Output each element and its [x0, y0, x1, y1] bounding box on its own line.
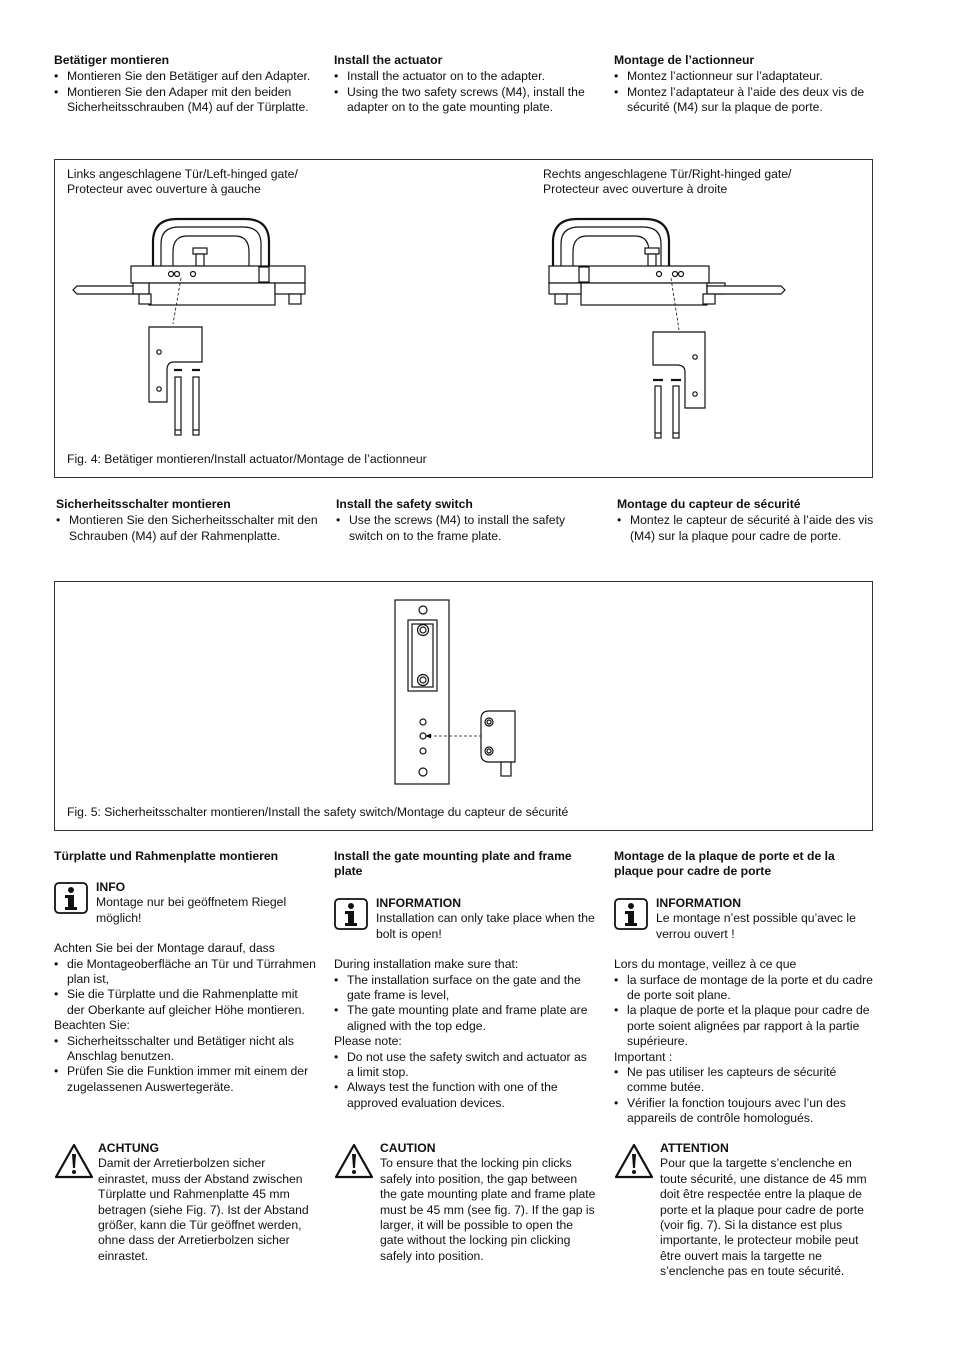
info-text: Installation can only take place when th… — [376, 911, 595, 941]
sec1-fr-list: Montez l’actionneur sur l’adaptateur. Mo… — [614, 69, 876, 115]
list-item: Install the actuator on to the adapter. — [334, 69, 596, 85]
fig4-left-label-line2: Protecteur avec ouverture à gauche — [67, 182, 261, 197]
right-hinged-drawing — [548, 217, 786, 439]
sec3-fr-list2: Ne pas utiliser les capteurs de sécurité… — [614, 1065, 876, 1127]
sec3-en: Install the gate mounting plate and fram… — [334, 849, 596, 1111]
sec3-en-title: Install the gate mounting plate and fram… — [334, 849, 572, 879]
info-icon — [54, 882, 88, 914]
sec1-fr-title: Montage de l’actionneur — [614, 53, 755, 67]
sec2-fr-list: Montez le capteur de sécurité à l’aide d… — [617, 513, 879, 544]
sec3-de-list2: Sicherheitsschalter und Betätiger nicht … — [54, 1034, 316, 1096]
note-label: Please note: — [334, 1034, 402, 1049]
sec1-de: Betätiger montieren Montieren Sie den Be… — [54, 53, 316, 116]
list-item: die Montageoberfläche an Tür und Türrahm… — [54, 957, 316, 988]
info-text: Montage nur bei geöffnetem Riegel möglic… — [96, 895, 287, 925]
sec2-de-list: Montieren Sie den Sicherheitsschalter mi… — [56, 513, 318, 544]
warning-text: Damit der Arretierbolzen sicher einraste… — [98, 1156, 309, 1263]
list-item: Montez le capteur de sécurité à l’aide d… — [617, 513, 879, 544]
sec1-de-title: Betätiger montieren — [54, 53, 170, 67]
sec3-de-title: Türplatte und Rahmenplatte montieren — [54, 849, 279, 863]
sec1-fr: Montage de l’actionneur Montez l’actionn… — [614, 53, 876, 116]
sec2-en-list: Use the screws (M4) to install the safet… — [336, 513, 598, 544]
list-item: Montieren Sie den Adaper mit den beiden … — [54, 85, 316, 116]
figure-4: Links angeschlagene Tür/Left-hinged gate… — [54, 159, 873, 478]
list-item: la surface de montage de la porte et du … — [614, 973, 876, 1004]
info-icon — [334, 898, 368, 930]
fig4-right-label-line1: Rechts angeschlagene Tür/Right-hinged ga… — [543, 167, 792, 181]
fig4-right-label-line2: Protecteur avec ouverture à droite — [543, 182, 728, 197]
list-item: Montez l’actionneur sur l’adaptateur. — [614, 69, 876, 85]
info-title: INFORMATION — [376, 896, 462, 910]
intro-text: Achten Sie bei der Montage darauf, dass — [54, 941, 275, 956]
info-icon — [614, 898, 648, 930]
sec3-fr-title: Montage de la plaque de porte et de la p… — [614, 849, 835, 879]
warning-text: To ensure that the locking pin clicks sa… — [380, 1156, 596, 1263]
info-title: INFORMATION — [656, 896, 742, 910]
list-item: Ne pas utiliser les capteurs de sécurité… — [614, 1065, 876, 1096]
sec3-en-warning: CAUTION To ensure that the locking pin c… — [334, 1141, 596, 1264]
warning-icon — [54, 1143, 94, 1179]
sec3-en-list2: Do not use the safety switch and actuato… — [334, 1050, 596, 1112]
safety-switch-drawing — [394, 599, 516, 785]
list-item: Sicherheitsschalter und Betätiger nicht … — [54, 1034, 316, 1065]
fig4-caption: Fig. 4: Betätiger montieren/Install actu… — [67, 452, 427, 466]
sec3-fr-info: INFORMATION Le montage n’est possible qu… — [614, 896, 876, 942]
left-hinged-drawing — [72, 217, 306, 436]
intro-text: During installation make sure that: — [334, 957, 519, 972]
list-item: Prüfen Sie die Funktion immer mit einem … — [54, 1064, 316, 1095]
sec1-en-title: Install the actuator — [334, 53, 443, 67]
fig4-left-label: Links angeschlagene Tür/Left-hinged gate… — [67, 167, 298, 198]
sec1-en-list: Install the actuator on to the adapter. … — [334, 69, 596, 115]
sec2-fr: Montage du capteur de sécurité Montez le… — [617, 497, 879, 544]
list-item: Using the two safety screws (M4), instal… — [334, 85, 596, 116]
info-text: Le montage n’est possible qu’avec le ver… — [656, 911, 856, 941]
fig4-left-label-line1: Links angeschlagene Tür/Left-hinged gate… — [67, 167, 298, 181]
warning-title: CAUTION — [380, 1141, 436, 1155]
sec2-de-title: Sicherheitsschalter montieren — [56, 497, 231, 511]
sec3-fr: Montage de la plaque de porte et de la p… — [614, 849, 876, 1127]
sec3-de-list1: die Montageoberfläche an Tür und Türrahm… — [54, 957, 316, 1019]
list-item: The gate mounting plate and frame plate … — [334, 1003, 596, 1034]
sec2-fr-title: Montage du capteur de sécurité — [617, 497, 801, 511]
intro-text: Lors du montage, veillez à ce que — [614, 957, 797, 972]
warning-text: Pour que la targette s’enclenche en tout… — [660, 1156, 867, 1279]
sec1-de-list: Montieren Sie den Betätiger auf den Adap… — [54, 69, 316, 115]
warning-title: ATTENTION — [660, 1141, 729, 1155]
info-title: INFO — [96, 880, 126, 894]
figure-5: Fig. 5: Sicherheitsschalter montieren/In… — [54, 581, 873, 831]
fig4-right-label: Rechts angeschlagene Tür/Right-hinged ga… — [543, 167, 791, 198]
note-label: Important : — [614, 1049, 673, 1064]
list-item: The installation surface on the gate and… — [334, 973, 596, 1004]
list-item: Montieren Sie den Sicherheitsschalter mi… — [56, 513, 318, 544]
sec3-de: Türplatte und Rahmenplatte montieren INF… — [54, 849, 316, 1095]
warning-icon — [334, 1143, 374, 1179]
sec2-de: Sicherheitsschalter montieren Montieren … — [56, 497, 318, 544]
sec3-en-info: INFORMATION Installation can only take p… — [334, 896, 596, 942]
sec2-en: Install the safety switch Use the screws… — [336, 497, 598, 544]
fig5-caption: Fig. 5: Sicherheitsschalter montieren/In… — [67, 805, 569, 819]
list-item: Sie die Türplatte und die Rahmenplatte m… — [54, 987, 316, 1018]
sec1-en: Install the actuator Install the actuato… — [334, 53, 596, 116]
sec3-de-info: INFO Montage nur bei geöffnetem Riegel m… — [54, 880, 316, 926]
list-item: la plaque de porte et la plaque pour cad… — [614, 1003, 876, 1049]
list-item: Montez l’adaptateur à l’aide des deux vi… — [614, 85, 876, 116]
sec3-de-warning: ACHTUNG Damit der Arretierbolzen sicher … — [54, 1141, 316, 1264]
list-item: Always test the function with one of the… — [334, 1080, 596, 1111]
list-item: Montieren Sie den Betätiger auf den Adap… — [54, 69, 316, 85]
list-item: Do not use the safety switch and actuato… — [334, 1050, 596, 1081]
warning-title: ACHTUNG — [98, 1141, 159, 1155]
warning-icon — [614, 1143, 654, 1179]
sec3-fr-warning: ATTENTION Pour que la targette s’enclenc… — [614, 1141, 876, 1280]
list-item: Vérifier la fonction toujours avec l’un … — [614, 1096, 876, 1127]
sec3-en-list1: The installation surface on the gate and… — [334, 973, 596, 1035]
list-item: Use the screws (M4) to install the safet… — [336, 513, 598, 544]
note-label: Beachten Sie: — [54, 1018, 130, 1033]
sec2-en-title: Install the safety switch — [336, 497, 473, 511]
sec3-fr-list1: la surface de montage de la porte et du … — [614, 973, 876, 1050]
